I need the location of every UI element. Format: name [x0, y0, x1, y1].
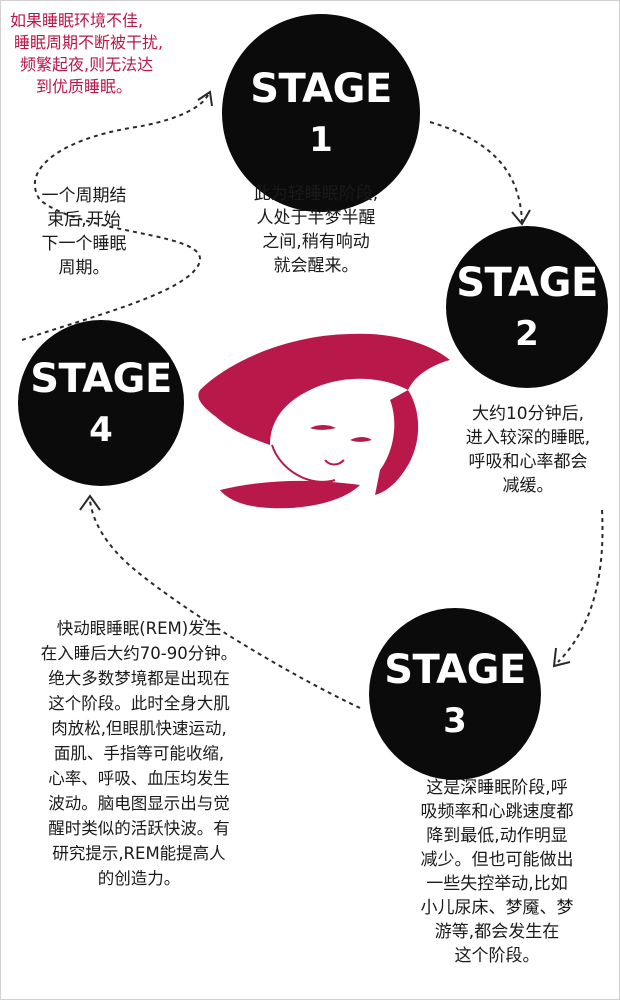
cycle-line: 一个周期结: [41, 186, 127, 206]
cycle-line: 束后,开始: [47, 210, 121, 230]
cycle-line: 下一个睡眠: [41, 234, 127, 254]
stage-2-line: 进入较深的睡眠,: [465, 428, 591, 448]
cycle-note: 一个周期结 束后,开始 下一个睡眠 周期。: [22, 184, 146, 280]
warning-line: 频繁起夜,则无法达: [20, 55, 154, 74]
arrowhead-stage2: [511, 209, 531, 226]
stage-4-line: 肉放松,但眼肌快速运动,: [51, 719, 227, 738]
stage-4-circle: STAGE 4: [18, 320, 184, 486]
arrowhead-stage3: [552, 647, 571, 668]
warning-note: 如果睡眠环境不佳, 睡眠周期不断被干扰, 频繁起夜,则无法达 到优质睡眠。: [10, 10, 163, 98]
stage-3-circle: STAGE 3: [369, 608, 541, 780]
warning-line: 睡眠周期不断被干扰,: [14, 33, 164, 52]
stage-1-description: 此为轻睡眠阶段, 人处于半梦半醒 之间,稍有响动 就会醒来。: [228, 182, 404, 278]
stage-4-line: 面肌、手指等可能收缩,: [53, 744, 225, 763]
arrow-stage2-to-stage3: [557, 509, 604, 663]
sleeping-woman-illustration: [198, 333, 450, 509]
stage-4-line: 绝大多数梦境都是出现在: [48, 669, 230, 688]
stage-1-number: 1: [309, 120, 333, 160]
stage-3-line: 这是深睡眠阶段,呼: [426, 778, 568, 798]
stage-2-circle: STAGE 2: [446, 226, 608, 388]
stage-1-line: 人处于半梦半醒: [256, 208, 376, 228]
stage-1-line: 此为轻睡眠阶段,: [253, 184, 379, 204]
stage-4-line: 研究提示,REM能提高人: [52, 844, 226, 863]
stage-1-label: STAGE: [250, 66, 392, 112]
warning-line: 如果睡眠环境不佳,: [10, 11, 144, 30]
stage-3-line: 游等,都会发生在: [434, 922, 560, 942]
stage-2-number: 2: [515, 314, 539, 354]
stage-4-line: 的创造力。: [97, 869, 181, 888]
arrow-stage4-to-stage1: [21, 94, 209, 341]
stage-2-line: 呼吸和心率都会: [468, 452, 588, 472]
cycle-line: 周期。: [58, 258, 110, 278]
stage-2-line: 减缓。: [502, 476, 554, 496]
stage-3-number: 3: [443, 701, 467, 741]
stage-3-line: 一些失控举动,比如: [426, 874, 568, 894]
stage-1-line: 之间,稍有响动: [262, 232, 370, 252]
stage-1-line: 就会醒来。: [273, 256, 359, 276]
warning-line: 到优质睡眠。: [36, 77, 133, 96]
stage-4-line: 这个阶段。此时全身大肌: [48, 694, 230, 713]
stage-3-line: 降到最低,动作明显: [426, 826, 568, 846]
stage-1-circle: STAGE 1: [222, 14, 420, 212]
stage-3-line: 减少。但也可能做出: [420, 850, 574, 870]
stage-2-line: 大约10分钟后,: [471, 404, 585, 424]
stage-4-number: 4: [89, 410, 113, 450]
arrowhead-stage1: [197, 90, 213, 107]
arrow-stage1-to-stage2: [429, 121, 523, 223]
stage-4-line: 心率、呼吸、血压均发生: [48, 769, 230, 788]
stage-4-description: 快动眼睡眠(REM)发生 在入睡后大约70-90分钟。 绝大多数梦境都是出现在 …: [8, 616, 270, 891]
stage-3-line: 这个阶段。: [454, 946, 540, 966]
arrow-stage3-to-stage4: [89, 499, 361, 709]
stage-2-description: 大约10分钟后, 进入较深的睡眠, 呼吸和心率都会 减缓。: [446, 402, 610, 498]
stage-3-label: STAGE: [384, 647, 526, 693]
stage-4-label: STAGE: [30, 356, 172, 402]
stage-2-label: STAGE: [456, 260, 598, 306]
stage-4-line: 快动眼睡眠(REM)发生: [56, 619, 222, 638]
stage-3-description: 这是深睡眠阶段,呼 吸频率和心跳速度都 降到最低,动作明显 减少。但也可能做出 …: [388, 776, 606, 968]
stage-3-line: 吸频率和心跳速度都: [420, 802, 574, 822]
stage-3-line: 小儿尿床、梦魇、梦: [420, 898, 574, 918]
arrowhead-stage4: [79, 494, 101, 511]
stage-4-line: 醒时类似的活跃快波。有: [48, 819, 230, 838]
stage-4-line: 在入睡后大约70-90分钟。: [40, 644, 238, 663]
stage-4-line: 波动。脑电图显示出与觉: [48, 794, 230, 813]
